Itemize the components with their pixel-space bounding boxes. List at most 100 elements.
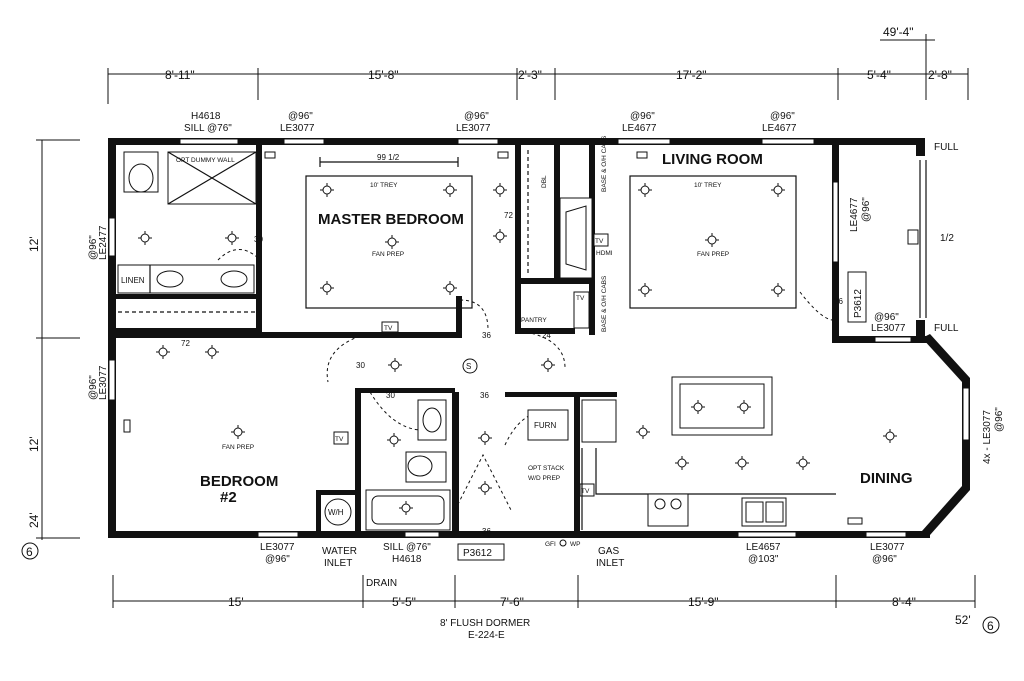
ceiling-light-icon <box>158 347 168 357</box>
dim-bottom-4: 15'-9" <box>688 595 719 609</box>
dim-bottom-5: 8'-4" <box>892 595 916 609</box>
ceiling-light-icon <box>445 283 455 293</box>
furnace <box>527 409 569 441</box>
ceiling-light-icon <box>207 347 217 357</box>
opt-stack-label-1: OPT STACK <box>528 465 565 472</box>
window-bottom-3-line2: @103" <box>748 554 779 565</box>
window-top-4-line1: @96" <box>630 111 655 122</box>
thermostat-icon <box>847 517 863 525</box>
tv-outlet-bedroom2 <box>333 431 349 445</box>
smoke-detector-icon <box>462 358 478 374</box>
tv-outlet-dining <box>579 483 595 497</box>
window-left-1-line1: @96" <box>88 235 99 260</box>
dim-36-laundry: 36 <box>482 527 491 536</box>
ceiling-light-icon <box>737 458 747 468</box>
smoke-detector-label: S <box>466 362 471 371</box>
dim-72-closet: 72 <box>504 211 513 220</box>
window-left-2-line1: @96" <box>88 375 99 400</box>
ceiling-light-icon <box>445 185 455 195</box>
thermostat-icon <box>636 151 648 159</box>
drain-label: DRAIN <box>366 578 397 589</box>
window-top-2-line2: LE3077 <box>280 123 315 134</box>
ceiling-light-icon <box>140 233 150 243</box>
window-right-living-line1: LE4677 <box>849 197 860 232</box>
tv-label-pantry: TV <box>576 295 585 302</box>
window-bottom-4-line1: LE3077 <box>870 542 905 553</box>
ceiling-light-icon <box>322 185 332 195</box>
window-left-2-line2: LE3077 <box>98 365 109 400</box>
window-openings <box>108 138 970 538</box>
dormer-label-line1: 8' FLUSH DORMER <box>440 618 530 629</box>
window-bottom-4-line2: @96" <box>872 554 897 565</box>
window-top-1-line2: SILL @76" <box>184 123 232 134</box>
dim-99-label: 99 1/2 <box>377 153 400 162</box>
wp-label: WP <box>570 541 580 548</box>
opt-dummy-wall-label: OPT DUMMY WALL <box>176 157 235 164</box>
pantry-label: PANTRY <box>521 317 547 324</box>
full-bath-label-1: FULL <box>934 142 959 153</box>
dim-left-1: 12' <box>27 236 41 252</box>
ceiling-light-icon <box>693 402 703 412</box>
water-inlet-line2: INLET <box>324 558 352 569</box>
dim-left-3: 24' <box>27 512 41 528</box>
tv-label-dining: TV <box>581 488 590 495</box>
ceiling-light-icon <box>638 427 648 437</box>
window-bottom-1-line2: @96" <box>265 554 290 565</box>
ceiling-light-icon <box>401 503 411 513</box>
bedroom2-label-line2: #2 <box>220 489 237 506</box>
dim-top-4: 17'-2" <box>676 68 707 82</box>
dim-30-master-bath: 30 <box>254 235 263 244</box>
section-marker-left <box>21 542 39 560</box>
wh-label: W/H <box>328 508 344 517</box>
dim-36-living: 36 <box>834 297 843 306</box>
p3612-label-bottom: P3612 <box>463 548 492 559</box>
window-top-2-line1: @96" <box>288 111 313 122</box>
linen-label: LINEN <box>121 276 145 285</box>
ceiling-light-icon <box>543 360 553 370</box>
master-sink-1 <box>156 270 184 288</box>
ceiling-light-icon <box>677 458 687 468</box>
ceiling-light-icon <box>227 233 237 243</box>
window-dormer-lower-line1: @96" <box>874 312 899 323</box>
ceiling-light-icon <box>233 427 243 437</box>
overall-length: 49'-4" <box>883 25 914 39</box>
ceiling-light-icon <box>773 185 783 195</box>
ceiling-light-icon <box>495 185 505 195</box>
fan-prep-master: FAN PREP <box>372 251 404 258</box>
window-top-1-line1: H4618 <box>191 111 221 122</box>
dim-bottom-2: 5'-5" <box>392 595 416 609</box>
window-bottom-2-line1: SILL @76" <box>383 542 431 553</box>
dim-bottom-1: 15' <box>228 595 244 609</box>
ceiling-light-icon <box>798 458 808 468</box>
master-bath: OPT DUMMY WALL LINEN 30 <box>117 151 263 313</box>
window-bottom-2-line2: H4618 <box>392 554 422 565</box>
dim-top-2: 15'-8" <box>368 68 399 82</box>
window-bay-line2: @96" <box>994 407 1005 432</box>
dim-24-pantry: 24 <box>542 331 551 340</box>
kitchen-dining: DINING 4x - LE3077 @96" <box>581 376 1005 530</box>
dim-left-2: 12' <box>27 436 41 452</box>
tv-label-bedroom2: TV <box>335 436 344 443</box>
section-label-right: 6 <box>987 619 994 633</box>
gas-inlet-line1: GAS <box>598 546 619 557</box>
base-cabs-label-2: BASE & O/H CABS <box>601 275 608 332</box>
wall-box-icon <box>907 229 919 245</box>
master-bedroom-label: MASTER BEDROOM <box>318 211 464 228</box>
window-labels-left: @96" LE2477 @96" LE3077 <box>88 225 109 400</box>
ceiling-light-icon <box>480 483 490 493</box>
window-dormer-lower-line2: LE3077 <box>871 323 906 334</box>
ceiling-light-icon <box>773 285 783 295</box>
trey-label-living: 10' TREY <box>694 182 722 189</box>
utility-area: FURN OPT STACK W/D PREP 36 TV <box>482 409 595 536</box>
window-top-5-line2: LE4677 <box>762 123 797 134</box>
dim-top-3: 2'-3" <box>518 68 542 82</box>
dim-30-hall-1: 30 <box>356 361 365 370</box>
master-bedroom: 99 1/2 10' TREY MASTER BEDROOM FAN PREP … <box>264 151 648 333</box>
master-sink-2 <box>220 270 248 288</box>
ceiling-light-icon <box>495 231 505 241</box>
window-labels-bottom: LE3077 @96" SILL @76" H4618 LE4657 @103"… <box>260 542 905 565</box>
window-bay-line1: 4x - LE3077 <box>982 410 993 464</box>
dim-top-1: 8'-11" <box>165 68 195 82</box>
water-heater <box>324 498 352 526</box>
